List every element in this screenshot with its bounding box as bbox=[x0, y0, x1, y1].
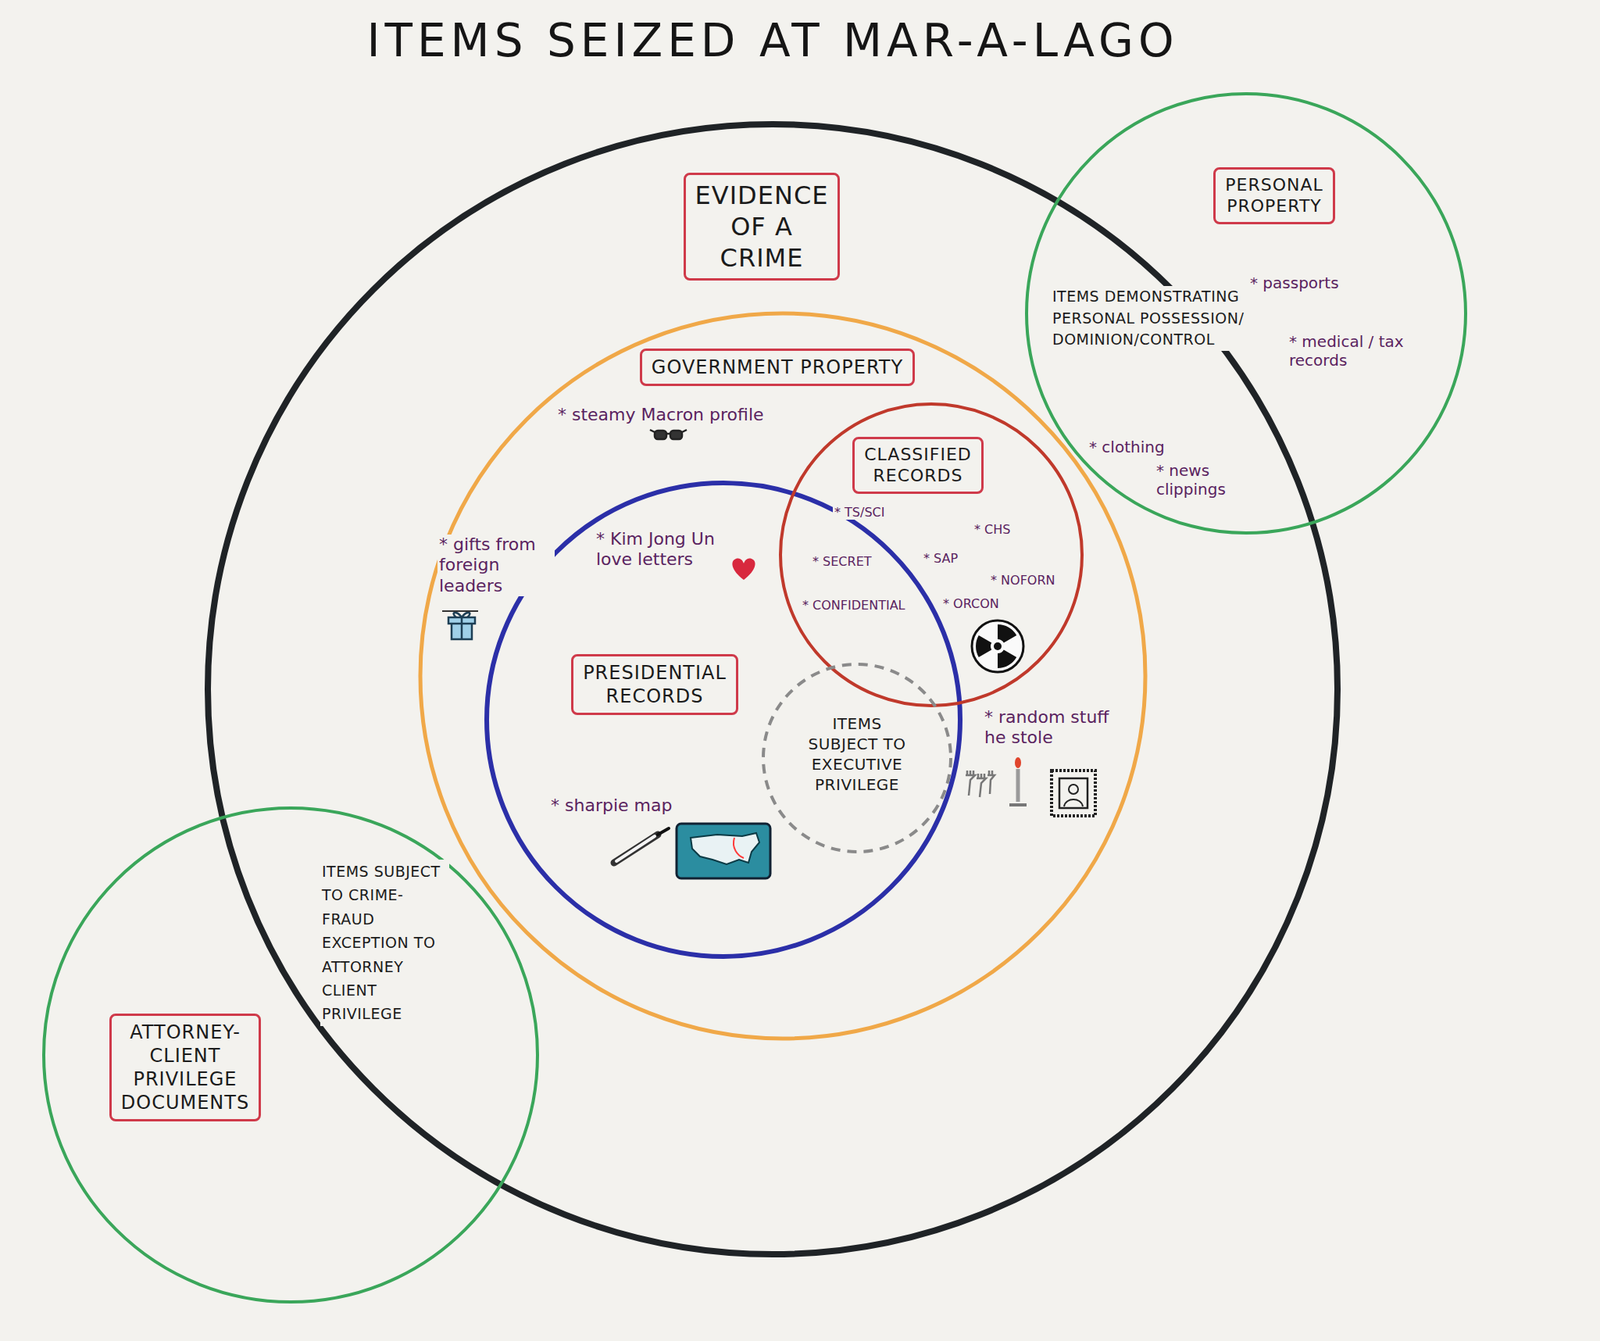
circle-outline-stroke bbox=[1026, 93, 1466, 533]
sunglasses-icon-part bbox=[650, 429, 687, 434]
radiation-icon bbox=[969, 618, 1024, 672]
radiation-icon-part bbox=[993, 642, 1002, 650]
item-note: * SAP bbox=[921, 550, 960, 566]
gift-icon-part bbox=[453, 612, 471, 618]
sharpie-icon bbox=[614, 828, 669, 863]
radiation-icon-part bbox=[969, 635, 995, 661]
government-circle: PRESIDENTIAL RECORDS * Kim Jong Un love l… bbox=[420, 313, 1146, 1039]
circle-outline bbox=[420, 313, 1146, 1039]
candle-icon-part bbox=[1016, 768, 1021, 802]
sunglasses-icon-part bbox=[670, 430, 683, 440]
category-heading: GOVERNMENT PROPERTY bbox=[639, 348, 915, 386]
item-note: * CONFIDENTIAL bbox=[800, 597, 908, 613]
portrait-frame-icon-part bbox=[1059, 778, 1088, 808]
map-icon bbox=[676, 823, 771, 879]
category-heading: PRESIDENTIAL RECORDS bbox=[571, 653, 739, 715]
heart-icon bbox=[732, 558, 755, 580]
portrait-frame-icon-part bbox=[1068, 784, 1079, 794]
category-heading: PERSONAL PROPERTY bbox=[1213, 167, 1336, 225]
item-note: * Kim Jong Un love letters bbox=[594, 528, 732, 571]
portrait-frame-icon-part bbox=[1051, 770, 1096, 816]
forks-icon-part bbox=[965, 770, 975, 796]
portrait-frame-icon bbox=[1051, 770, 1096, 816]
sunglasses-icon-part bbox=[654, 430, 667, 440]
category-heading: ATTORNEY- CLIENT PRIVILEGE DOCUMENTS bbox=[109, 1013, 261, 1122]
sharpie-icon-part bbox=[657, 828, 669, 835]
map-icon-part bbox=[733, 837, 744, 858]
radiation-icon-part bbox=[991, 618, 1017, 645]
portrait-frame-icon-part bbox=[1064, 799, 1083, 807]
circle-outline-stroke bbox=[420, 313, 1146, 1039]
item-note: * sharpie map bbox=[549, 795, 674, 816]
circle-outline-stroke bbox=[207, 124, 1338, 1254]
region-note: ITEMS SUBJECT TO CRIME-FRAUD EXCEPTION T… bbox=[320, 859, 450, 1026]
circle-outline-stroke bbox=[780, 403, 1083, 706]
sharpie-icon-part bbox=[614, 834, 658, 863]
region-note: ITEMS DEMONSTRATING PERSONAL POSSESSION/… bbox=[1050, 285, 1247, 351]
candle-icon-part bbox=[1014, 757, 1022, 768]
forks-icon-part bbox=[987, 770, 995, 794]
candle-icon bbox=[1009, 757, 1027, 805]
circle-outline-stroke bbox=[763, 664, 951, 852]
item-note: * steamy Macron profile bbox=[556, 404, 766, 425]
circle-outline-stroke bbox=[486, 482, 961, 957]
category-heading: CLASSIFIED RECORDS bbox=[852, 436, 984, 494]
forks-icon-part bbox=[976, 773, 986, 797]
item-note: * clothing bbox=[1087, 437, 1167, 457]
sharpie-icon-part bbox=[616, 835, 655, 861]
circle-outline-stroke bbox=[43, 807, 538, 1302]
gift-icon-part bbox=[460, 617, 464, 640]
item-note: * CHS bbox=[972, 521, 1012, 537]
item-note: * medical / tax records bbox=[1287, 332, 1429, 370]
gift-icon bbox=[442, 610, 479, 640]
item-note: * passports bbox=[1248, 273, 1341, 293]
heart-icon-part bbox=[732, 558, 755, 580]
classified-circle: CLASSIFIED RECORDS * TS/SCI * CHS * SECRET *… bbox=[780, 403, 1083, 706]
map-icon-part bbox=[676, 823, 771, 879]
gift-icon-part bbox=[442, 610, 479, 612]
radiation-icon-part bbox=[997, 650, 1017, 669]
map-icon-part bbox=[690, 832, 760, 865]
item-note: * gifts from foreign leaders bbox=[437, 534, 555, 597]
item-note: * SECRET bbox=[810, 553, 874, 569]
category-heading: EVIDENCE OF A CRIME bbox=[683, 172, 841, 281]
forks-icon bbox=[965, 770, 995, 797]
attorney-circle: ATTORNEY- CLIENT PRIVILEGE DOCUMENTS bbox=[43, 807, 538, 1302]
region-note: ITEMS SUBJECT TO EXECUTIVE PRIVILEGE bbox=[798, 713, 916, 795]
item-note: * random stuff he stole bbox=[982, 707, 1124, 749]
candle-icon-part bbox=[1009, 803, 1027, 807]
item-note: * NOFORN bbox=[989, 572, 1058, 588]
diagram-title: ITEMS SEIZED AT MAR-A-LAGO bbox=[366, 14, 1179, 68]
item-note: * TS/SCI bbox=[832, 504, 886, 520]
sunglasses-icon bbox=[650, 429, 687, 440]
item-note: * ORCON bbox=[941, 596, 1001, 611]
item-note: * news clippings bbox=[1154, 460, 1249, 499]
privilege-circle: ITEMS SUBJECT TO EXECUTIVE PRIVILEGE bbox=[763, 664, 951, 852]
